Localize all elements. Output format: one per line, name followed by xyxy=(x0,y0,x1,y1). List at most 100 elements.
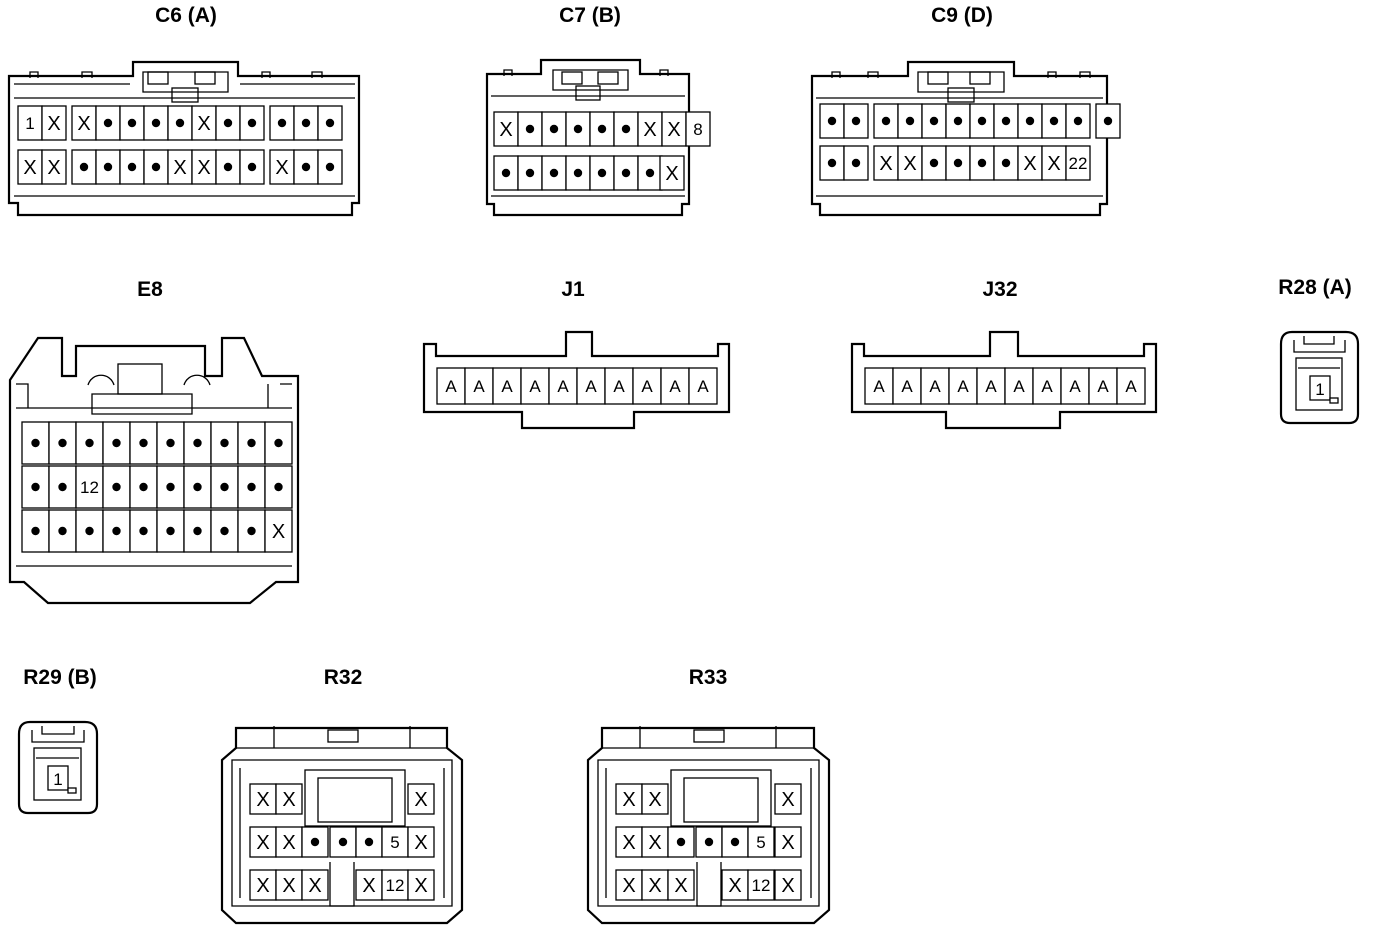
cavity xyxy=(48,421,77,465)
pin-dot xyxy=(223,162,233,172)
pin-dot xyxy=(905,116,915,126)
connector-label-r33: R33 xyxy=(689,666,728,689)
pin-dot xyxy=(730,837,740,847)
pin-dot xyxy=(827,158,837,168)
cavity xyxy=(436,367,466,405)
pin-label: 12 xyxy=(386,876,405,895)
pin-empty-mark: X xyxy=(77,113,90,135)
pin-label: A xyxy=(1041,377,1053,396)
cavity xyxy=(1088,367,1118,405)
cavity xyxy=(407,869,435,901)
pin-label: A xyxy=(585,377,597,396)
cavity xyxy=(1116,367,1146,405)
pin-dot xyxy=(103,118,113,128)
pin-empty-mark: X xyxy=(414,832,427,854)
pin-label: A xyxy=(669,377,681,396)
cavity xyxy=(774,869,802,901)
pin-dot xyxy=(166,482,175,492)
connector-r28: R28 (A) 1 xyxy=(1278,276,1360,425)
pin-dot xyxy=(247,118,257,128)
pin-empty-mark: X xyxy=(1047,153,1060,175)
pin-dot xyxy=(881,116,891,126)
r28-pin-label: 1 xyxy=(1315,380,1324,399)
pin-dot xyxy=(277,118,287,128)
pin-dot xyxy=(31,438,40,448)
pin-label: A xyxy=(1097,377,1109,396)
connector-e8-cavities: 12X xyxy=(21,421,293,553)
pin-empty-mark: X xyxy=(275,157,288,179)
cavity xyxy=(667,869,695,901)
pin-dot xyxy=(85,526,94,536)
cavity xyxy=(275,783,303,815)
cavity xyxy=(237,509,266,553)
cavity xyxy=(492,367,522,405)
pin-label: 8 xyxy=(693,120,702,139)
pin-label: A xyxy=(957,377,969,396)
pin-empty-mark: X xyxy=(643,119,656,141)
pin-empty-mark: X xyxy=(1023,153,1036,175)
cavity xyxy=(464,367,494,405)
pin-label: A xyxy=(613,377,625,396)
pin-dot xyxy=(573,168,583,178)
pin-dot xyxy=(151,118,161,128)
connector-label-j1: J1 xyxy=(561,278,585,301)
pin-empty-mark: X xyxy=(903,153,916,175)
pin-dot xyxy=(58,438,67,448)
pin-dot xyxy=(127,118,137,128)
pin-dot xyxy=(220,482,229,492)
cavity xyxy=(615,869,643,901)
pin-dot xyxy=(851,158,861,168)
pin-dot xyxy=(247,526,256,536)
pin-empty-mark: X xyxy=(308,875,321,897)
connector-label-c7: C7 (B) xyxy=(559,4,621,27)
pin-empty-mark: X xyxy=(256,789,269,811)
cavity xyxy=(774,783,802,815)
pin-dot xyxy=(58,482,67,492)
cavity xyxy=(897,145,923,181)
pin-dot xyxy=(1025,116,1035,126)
connector-label-j32: J32 xyxy=(982,278,1017,301)
pin-empty-mark: X xyxy=(414,875,427,897)
pin-dot xyxy=(953,158,963,168)
cavity xyxy=(1041,145,1067,181)
pin-dot xyxy=(31,482,40,492)
pin-dot xyxy=(325,162,335,172)
cavity xyxy=(774,826,802,858)
pin-empty-mark: X xyxy=(667,119,680,141)
pin-empty-mark: X xyxy=(781,789,794,811)
cavity xyxy=(301,869,329,901)
pin-empty-mark: X xyxy=(362,875,375,897)
pin-dot xyxy=(597,168,607,178)
pin-dot xyxy=(977,158,987,168)
pin-label: 12 xyxy=(752,876,771,895)
pin-empty-mark: X xyxy=(282,875,295,897)
pin-dot xyxy=(139,482,148,492)
cavity xyxy=(641,783,669,815)
connector-r29: R29 (B) 1 xyxy=(17,666,99,815)
cavity xyxy=(615,783,643,815)
pin-empty-mark: X xyxy=(197,113,210,135)
pin-dot xyxy=(704,837,714,847)
pin-dot xyxy=(1049,116,1059,126)
pin-dot xyxy=(645,168,655,178)
pin-dot xyxy=(247,162,257,172)
pin-label: A xyxy=(445,377,457,396)
pin-empty-mark: X xyxy=(781,875,794,897)
cavity xyxy=(1004,367,1034,405)
pin-dot xyxy=(301,162,311,172)
pin-dot xyxy=(223,118,233,128)
pin-dot xyxy=(525,168,535,178)
pin-label: A xyxy=(529,377,541,396)
pin-dot xyxy=(112,526,121,536)
pin-dot xyxy=(274,438,283,448)
pin-dot xyxy=(676,837,686,847)
pin-empty-mark: X xyxy=(282,832,295,854)
cavity xyxy=(576,367,606,405)
pin-dot xyxy=(193,526,202,536)
pin-empty-mark: X xyxy=(622,875,635,897)
pin-label: A xyxy=(641,377,653,396)
